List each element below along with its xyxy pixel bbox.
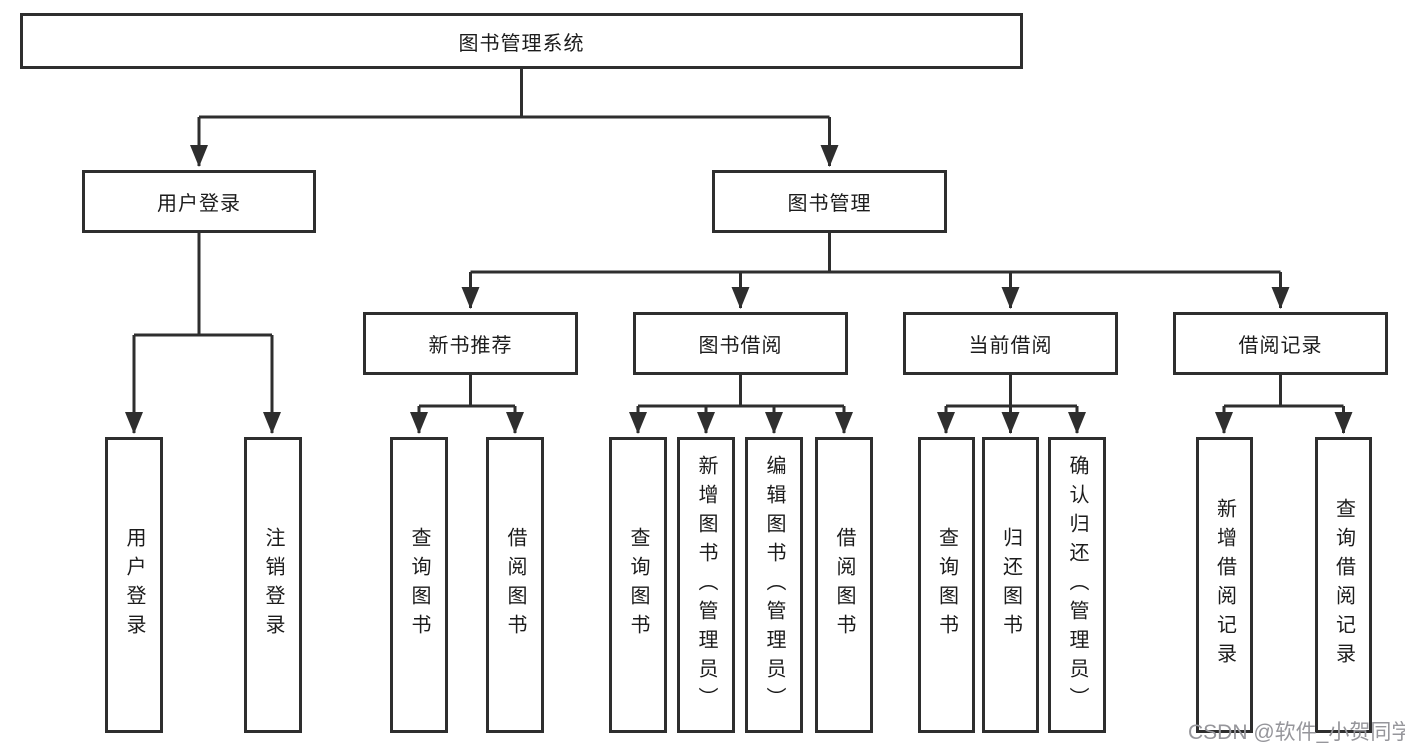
leaf-borrow-books: 借阅图书 <box>815 437 873 733</box>
node-borrowing-records: 借阅记录 <box>1173 312 1388 375</box>
leaf-query-books-recommendation: 查询图书 <box>390 437 448 733</box>
leaf-add-books-admin: 新增图书（管理员） <box>677 437 735 733</box>
node-label: 图书管理 <box>787 193 872 215</box>
node-label: 查询图书 <box>627 527 649 643</box>
node-label: 借阅图书 <box>833 527 855 643</box>
node-library-management-system: 图书管理系统 <box>20 13 1023 69</box>
node-new-book-recommendation: 新书推荐 <box>363 312 578 375</box>
node-label: 借阅图书 <box>504 527 526 643</box>
node-current-borrowing: 当前借阅 <box>903 312 1118 375</box>
node-label: 借阅记录 <box>1238 335 1323 357</box>
leaf-query-books-current: 查询图书 <box>918 437 975 733</box>
node-label: 注销登录 <box>262 527 284 643</box>
node-label: 新增借阅记录 <box>1213 498 1236 672</box>
leaf-query-books-borrowing: 查询图书 <box>609 437 667 733</box>
csdn-watermark: CSDN @软件_小贺同学 <box>1188 721 1405 744</box>
leaf-user-login: 用户登录 <box>105 437 163 733</box>
node-label: 用户登录 <box>123 527 145 643</box>
leaf-borrow-books-recommendation: 借阅图书 <box>486 437 544 733</box>
node-label: 确认归还（管理员） <box>1066 454 1088 716</box>
node-user-login: 用户登录 <box>82 170 316 233</box>
node-label: 查询借阅记录 <box>1332 498 1355 672</box>
node-label: 查询图书 <box>408 527 430 643</box>
node-book-management: 图书管理 <box>712 170 947 233</box>
leaf-confirm-return-admin: 确认归还（管理员） <box>1048 437 1106 733</box>
node-book-borrowing: 图书借阅 <box>633 312 848 375</box>
leaf-query-borrow-record: 查询借阅记录 <box>1315 437 1372 733</box>
node-label: 用户登录 <box>157 193 241 215</box>
node-label: 查询图书 <box>935 527 958 643</box>
leaf-return-books: 归还图书 <box>982 437 1039 733</box>
node-label: 归还图书 <box>999 527 1022 643</box>
node-label: 新书推荐 <box>428 335 513 357</box>
node-label: 新增图书（管理员） <box>695 454 717 716</box>
leaf-add-borrow-record: 新增借阅记录 <box>1196 437 1253 733</box>
leaf-edit-books-admin: 编辑图书（管理员） <box>745 437 803 733</box>
node-label: 图书管理系统 <box>458 32 585 55</box>
node-label: 编辑图书（管理员） <box>763 454 785 716</box>
node-label: 图书借阅 <box>698 335 783 357</box>
node-label: 当前借阅 <box>968 335 1053 357</box>
leaf-logout: 注销登录 <box>244 437 302 733</box>
